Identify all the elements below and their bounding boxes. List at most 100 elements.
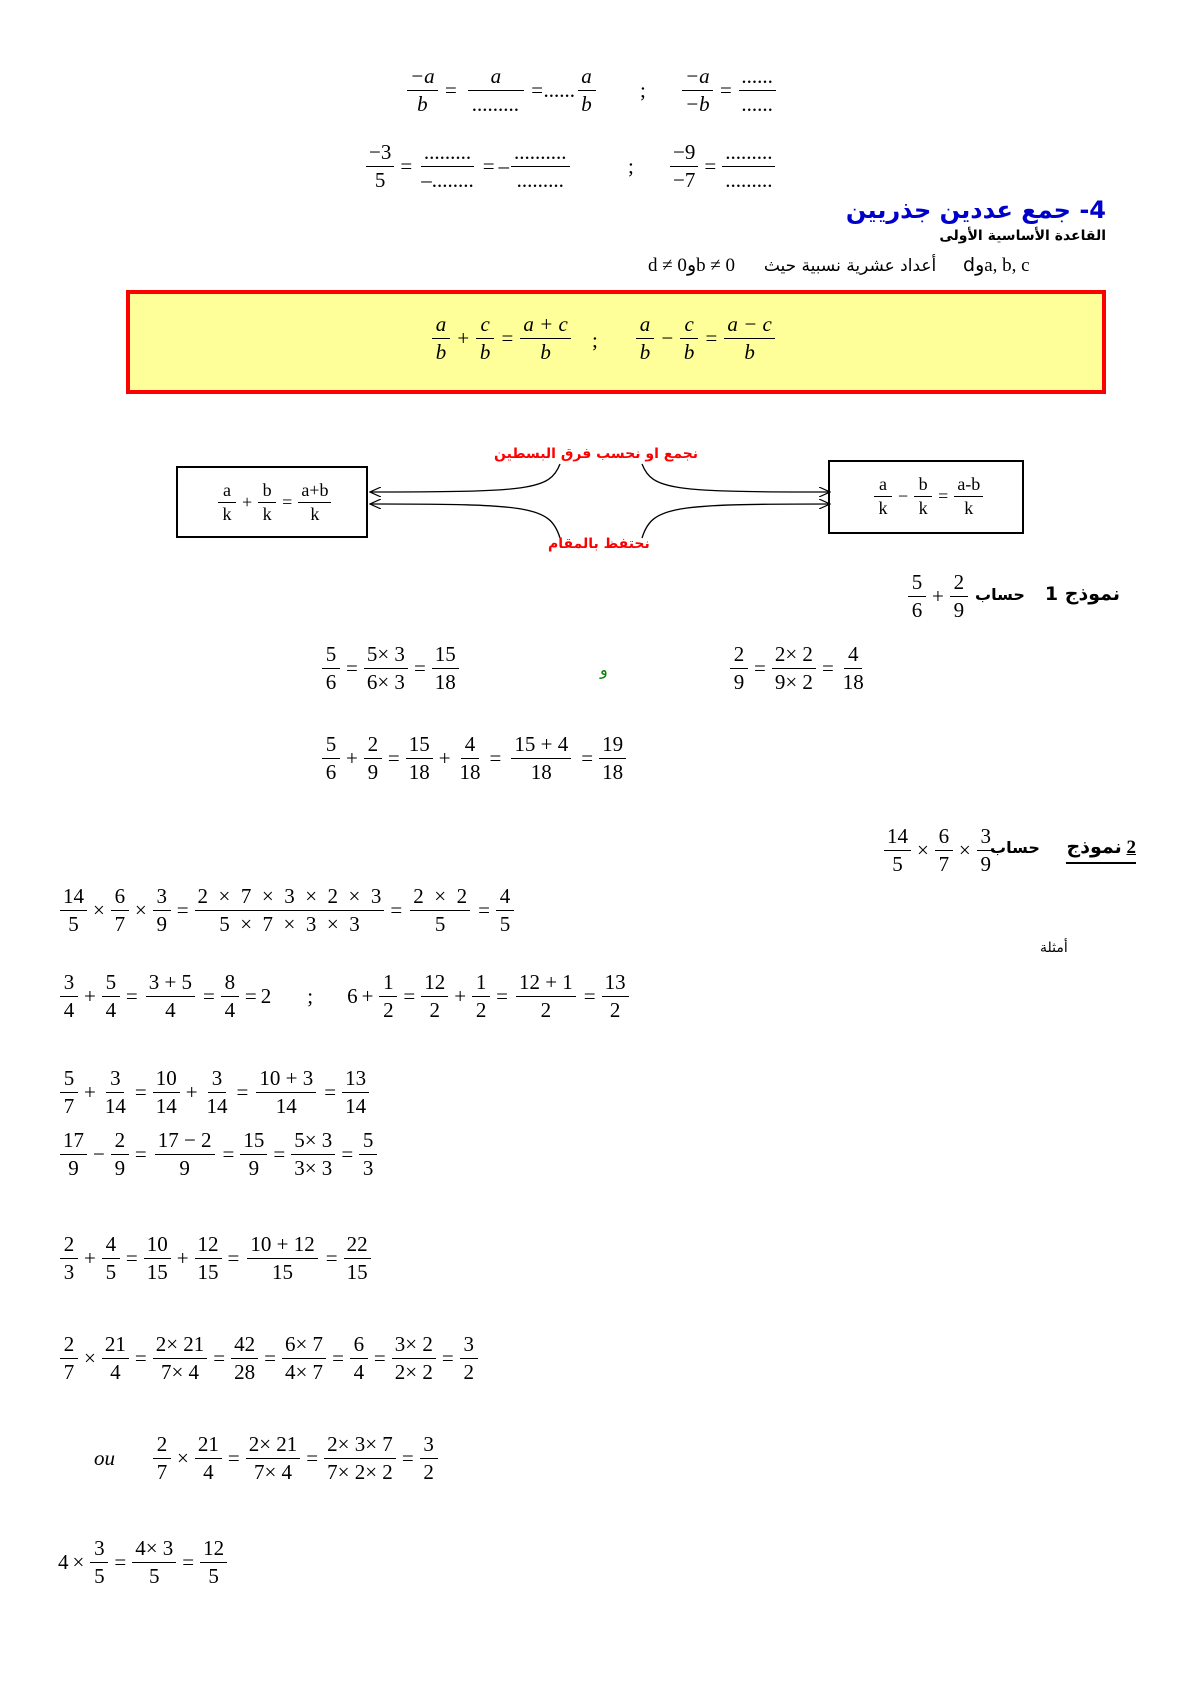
denominator: k — [262, 504, 272, 525]
math-symbol: = — [341, 1141, 354, 1166]
math-symbol: = — [134, 1345, 147, 1370]
denominator: 5 — [374, 167, 386, 192]
rule-separator: ; — [592, 328, 598, 353]
denominator: b — [639, 339, 651, 364]
denominator: b — [581, 91, 592, 116]
numerator: b — [258, 480, 277, 504]
condition-d: d ≠ 0 — [648, 255, 687, 276]
numerator: 1 — [379, 970, 398, 997]
math-symbol: + — [361, 983, 374, 1008]
denominator: 3 — [63, 1259, 75, 1284]
math-symbol: 6 — [347, 983, 358, 1008]
denominator: 18 — [408, 759, 430, 784]
fraction: .................. — [722, 140, 776, 193]
numerator: 8 — [220, 970, 239, 997]
math-symbol: = — [441, 1345, 454, 1370]
numerator: 15 — [240, 1128, 268, 1155]
math-symbol: = — [236, 1079, 249, 1104]
numerator: 2 × 2 — [410, 884, 471, 911]
denominator: 7× 4 — [160, 1359, 200, 1384]
math-symbol: ; — [640, 78, 646, 102]
numerator: −a — [407, 64, 438, 91]
math-symbol: ; — [628, 154, 634, 178]
numerator: 2 — [110, 1128, 129, 1155]
numerator: 17 — [60, 1128, 87, 1155]
math-symbol: − — [93, 1141, 105, 1166]
numerator: ...... — [738, 64, 777, 91]
numerator: 3× 2 — [391, 1332, 436, 1359]
math-symbol: 4 — [58, 1549, 69, 1574]
denominator: 18 — [530, 759, 552, 784]
denominator: 2 — [383, 997, 394, 1022]
math-symbol: = — [273, 1141, 286, 1166]
numerator: 15 — [431, 642, 459, 669]
denominator: 4 — [63, 997, 75, 1022]
numerator: 5 — [101, 970, 120, 997]
math-symbol: = — [134, 1141, 147, 1166]
denominator: 6 — [911, 597, 923, 622]
numerator: 10 — [152, 1066, 180, 1093]
arrow-top-left — [370, 463, 561, 492]
denominator: 5 — [892, 851, 903, 876]
denominator: 4 — [203, 1459, 214, 1484]
denominator: 9 — [980, 851, 991, 876]
numerator: a-b — [954, 474, 984, 498]
numerator: 5× 3 — [291, 1128, 336, 1155]
condition-text: أعداد عشرية نسبية حيث — [763, 256, 937, 276]
math-symbol: + — [84, 1245, 96, 1270]
condition-and-d: وd — [963, 254, 985, 276]
math-symbol: = — [413, 655, 426, 680]
math-symbol: = — [938, 486, 949, 507]
section-subtitle: القاعدة الأساسية الأولى — [939, 228, 1106, 244]
denominator: b — [683, 339, 695, 364]
minus-sign: – — [498, 153, 510, 178]
examples-label: أمثلة — [1040, 940, 1068, 956]
denominator: 2 — [463, 1359, 474, 1384]
numerator: 3 — [106, 1066, 125, 1093]
math-symbol: = — [754, 655, 766, 680]
arrow-bottom-right — [641, 504, 830, 539]
denominator: 5 — [148, 1563, 160, 1588]
numerator: 2 — [949, 570, 968, 597]
denominator: 9 — [156, 911, 167, 936]
numerator: 15 — [405, 732, 433, 759]
math-symbol: = — [500, 325, 515, 350]
math-symbol: = — [227, 1445, 240, 1470]
math-symbol: × — [134, 897, 147, 922]
math-symbol: = — [244, 983, 257, 1008]
numerator: 3 + 5 — [145, 970, 196, 997]
denominator: 7 — [156, 1459, 168, 1484]
numerator: 6 — [349, 1332, 368, 1359]
denominator: b — [744, 339, 755, 364]
